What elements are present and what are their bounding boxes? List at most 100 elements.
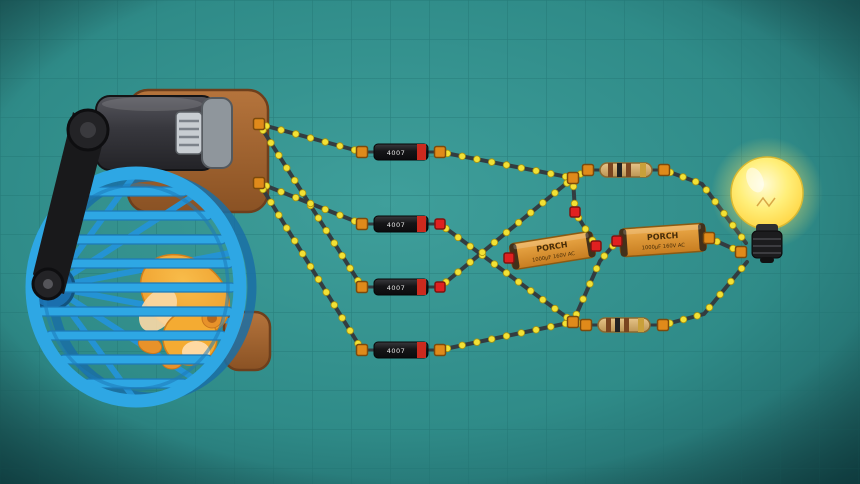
- resistor-2-right[interactable]: [656, 318, 670, 332]
- junction-top[interactable]: [566, 171, 580, 185]
- current-dot: [679, 173, 687, 181]
- resistor-band: [640, 163, 646, 177]
- current-dot: [458, 341, 466, 349]
- diode-label: 4007: [387, 149, 406, 157]
- current-dot: [539, 199, 547, 207]
- diode-label: 4007: [387, 284, 406, 292]
- current-dot: [702, 186, 711, 194]
- diode-4-cathode[interactable]: [433, 343, 447, 357]
- diode-1-anode[interactable]: [355, 145, 369, 159]
- current-dot: [679, 315, 688, 324]
- capacitor-1-left[interactable]: [503, 252, 515, 264]
- current-dot: [267, 198, 275, 206]
- resistor-2-left[interactable]: [579, 318, 593, 332]
- current-dot: [338, 251, 346, 260]
- resistor-band: [615, 318, 620, 332]
- diode-2-cathode[interactable]: [434, 218, 446, 230]
- current-dot: [458, 152, 466, 160]
- current-dot: [551, 189, 559, 197]
- generator-terminal-bottom[interactable]: [252, 176, 266, 190]
- current-dot: [527, 287, 535, 295]
- current-dot: [579, 295, 587, 303]
- current-dot: [517, 329, 525, 337]
- junction-mid[interactable]: [569, 206, 581, 218]
- diode-band: [417, 216, 426, 232]
- current-dot: [466, 258, 474, 266]
- current-dot: [330, 239, 338, 247]
- current-dot: [490, 260, 499, 268]
- current-dot: [298, 189, 307, 197]
- current-dot: [275, 151, 283, 159]
- current-dot: [490, 238, 499, 247]
- current-dot: [711, 197, 719, 206]
- current-dot: [570, 199, 579, 208]
- current-dot: [729, 221, 737, 229]
- current-dot: [502, 161, 511, 169]
- current-dot: [292, 193, 300, 202]
- current-dot: [720, 209, 728, 218]
- current-dot: [488, 158, 496, 166]
- resistor-1-right[interactable]: [657, 163, 671, 177]
- resistor-1-left[interactable]: [581, 163, 595, 177]
- current-dot: [532, 167, 540, 175]
- current-dot: [514, 278, 523, 286]
- current-dot: [547, 323, 555, 331]
- current-dot: [322, 288, 330, 296]
- current-dot: [592, 264, 601, 273]
- wheel-rung: [45, 330, 227, 341]
- generator-terminal-top[interactable]: [252, 117, 266, 131]
- current-dot: [488, 335, 496, 343]
- current-dot: [547, 169, 555, 178]
- current-dot: [600, 252, 608, 260]
- current-dot: [346, 327, 354, 335]
- current-dot: [727, 277, 735, 286]
- current-dot: [586, 280, 594, 288]
- current-dot: [321, 205, 329, 214]
- capacitor-2-right[interactable]: [702, 231, 716, 245]
- diode-label: 4007: [387, 347, 406, 355]
- bulb-terminal[interactable]: [734, 245, 748, 259]
- current-dot: [502, 332, 511, 340]
- current-dot: [502, 269, 511, 277]
- current-dot: [306, 199, 315, 208]
- current-dot: [532, 326, 540, 334]
- current-dot: [693, 312, 701, 320]
- wheel-rung: [37, 306, 234, 317]
- motor-end-cap: [201, 97, 233, 169]
- motor-pulley-hub: [80, 122, 96, 138]
- motor-vent-grill: [175, 111, 203, 155]
- current-dot: [321, 138, 329, 146]
- current-dot: [692, 177, 700, 186]
- current-dot: [539, 296, 547, 304]
- capacitor-1-right[interactable]: [590, 240, 602, 252]
- diode-label: 4007: [387, 221, 406, 229]
- current-dot: [454, 233, 462, 242]
- capacitor-2[interactable]: PORCH 1000µF 160V AC: [618, 222, 708, 258]
- diode-2-anode[interactable]: [355, 217, 369, 231]
- current-dot: [346, 264, 354, 272]
- current-dot: [454, 268, 462, 276]
- current-dot: [314, 275, 323, 283]
- generator[interactable]: [95, 95, 233, 171]
- current-dot: [291, 176, 299, 185]
- current-dot: [336, 142, 344, 150]
- current-dot: [527, 208, 535, 217]
- resistor-band: [626, 163, 631, 177]
- resistor-band: [638, 318, 644, 332]
- current-dot: [473, 338, 481, 346]
- current-dot: [502, 228, 511, 237]
- junction-bottom[interactable]: [566, 315, 580, 329]
- current-dot: [716, 290, 724, 299]
- current-dot: [737, 233, 746, 241]
- current-dot: [314, 214, 323, 222]
- diode-3-anode[interactable]: [355, 280, 369, 294]
- diode-4-anode[interactable]: [355, 343, 369, 357]
- diode-band: [417, 279, 426, 295]
- current-dot: [338, 314, 346, 322]
- current-dot: [705, 303, 714, 312]
- current-dot: [267, 139, 275, 147]
- diode-3-cathode[interactable]: [434, 281, 446, 293]
- diode-1-cathode[interactable]: [433, 145, 447, 159]
- capacitor-2-left[interactable]: [611, 235, 623, 247]
- current-dot: [336, 211, 344, 219]
